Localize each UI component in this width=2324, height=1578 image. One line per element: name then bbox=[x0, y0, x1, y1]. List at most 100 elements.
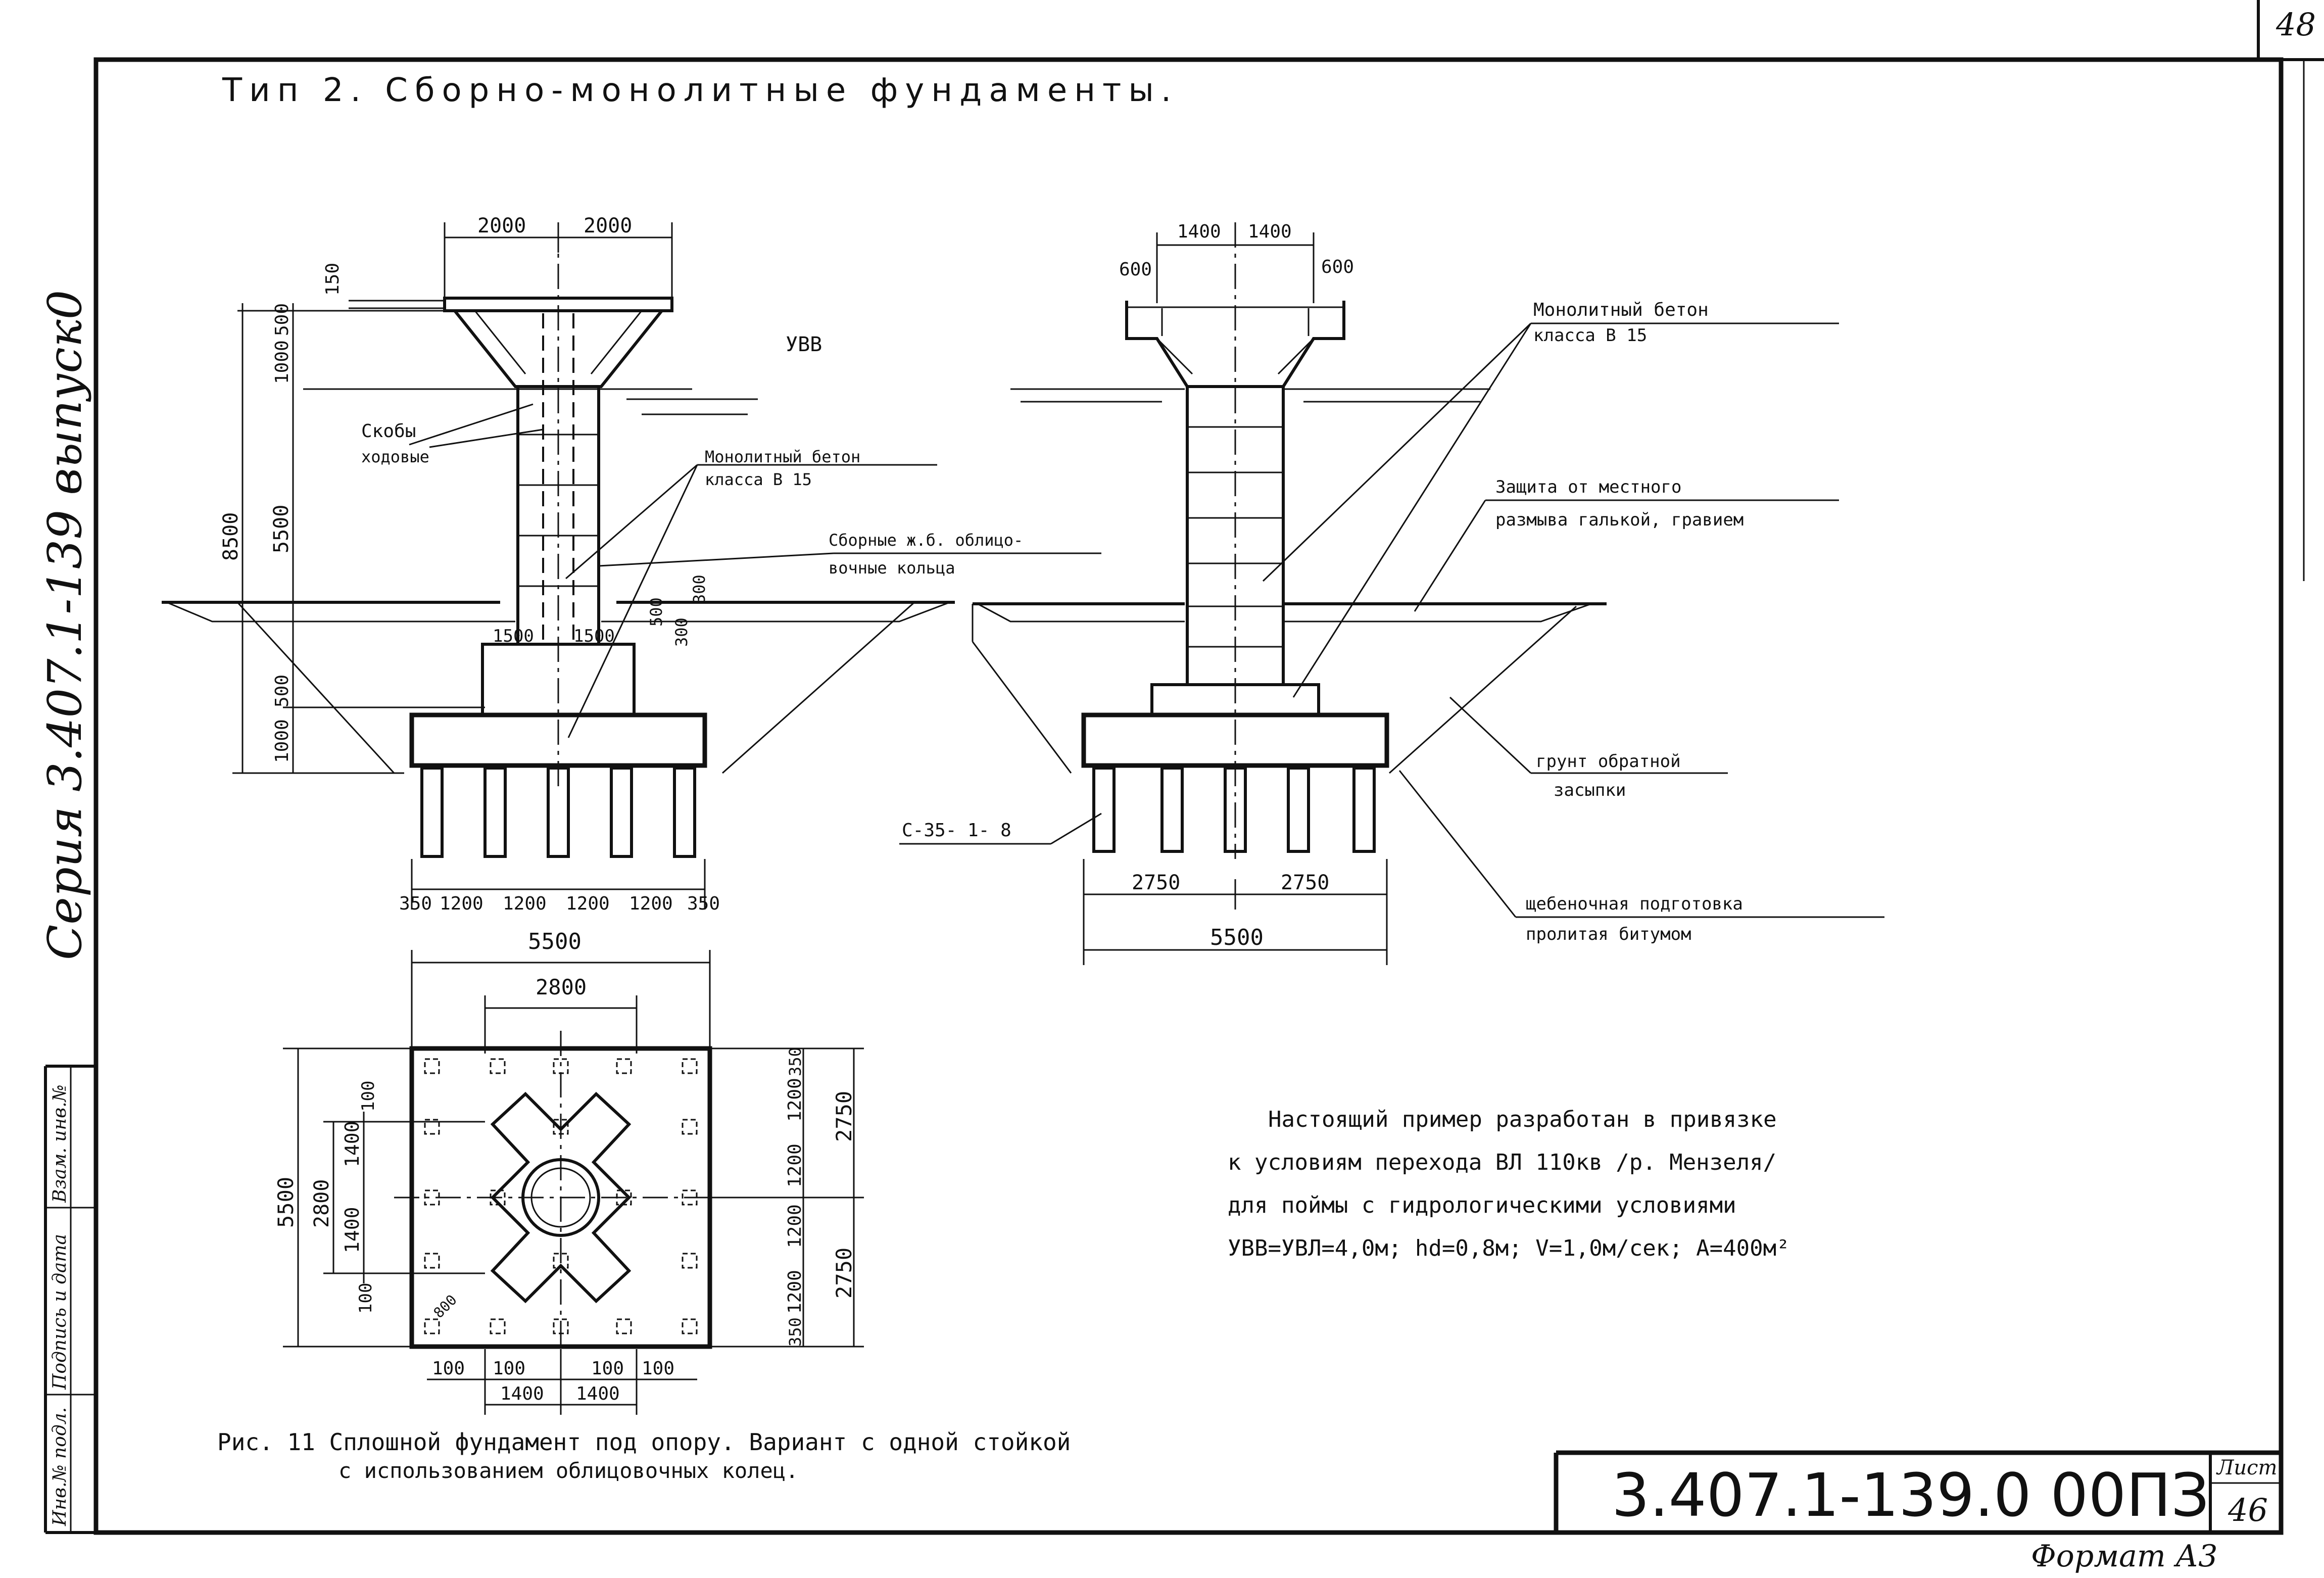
plan-pile-marker bbox=[682, 1058, 698, 1074]
plan-pile-marker bbox=[682, 1119, 698, 1135]
plan-pile-marker bbox=[553, 1318, 569, 1334]
plan-pile-marker bbox=[682, 1189, 698, 1206]
uvv-label: УВВ bbox=[786, 333, 822, 356]
left-cap-dim-2: 1500 bbox=[573, 626, 615, 646]
plan-right-dim-3: 1200 bbox=[785, 1143, 805, 1187]
note-line-3: для поймы с гидрологическими условиями bbox=[1228, 1192, 1736, 1218]
right-top-dim-600-right: 600 bbox=[1321, 257, 1354, 277]
plan-pile-marker bbox=[553, 1119, 569, 1135]
plan-pile-marker bbox=[424, 1058, 440, 1074]
stamp-inv-original: Инв.№ подл. bbox=[50, 1407, 70, 1526]
plan-pile-marker bbox=[553, 1253, 569, 1269]
stamp-replacement-inv: Взам. инв.№ bbox=[50, 1084, 70, 1203]
note-line-4: УВВ=УВЛ=4,0м; hd=0,8м; V=1,0м/сек; А=400… bbox=[1228, 1235, 1790, 1261]
label-backfill-1: грунт обратной bbox=[1536, 751, 1681, 772]
left-cap-dim-1: 1500 bbox=[493, 626, 534, 646]
left-vdim-8500: 8500 bbox=[219, 512, 243, 561]
plan-right-dim-5: 1200 bbox=[785, 1270, 805, 1314]
label-protection-1: Защита от местного bbox=[1495, 477, 1681, 497]
plan-bottom-dim-1: 100 bbox=[432, 1358, 465, 1379]
right-top-dim-1400-left: 1400 bbox=[1177, 221, 1221, 242]
left-vdim-1000-top: 1000 bbox=[272, 340, 293, 384]
plan-bottom-dim-1400-right: 1400 bbox=[576, 1383, 620, 1404]
label-rings-1: Сборные ж.б. облицо- bbox=[829, 531, 1023, 550]
right-top-dim-600-left: 600 bbox=[1119, 259, 1152, 280]
label-right-concrete-2: класса В 15 bbox=[1533, 325, 1647, 346]
left-top-dim-2: 2000 bbox=[584, 214, 632, 237]
plan-pile-marker bbox=[424, 1119, 440, 1135]
note-line-1: Настоящий пример разработан в привязке bbox=[1268, 1107, 1777, 1132]
format-label: Формат А3 bbox=[2031, 1539, 2217, 1574]
plan-right-dim-4: 1200 bbox=[785, 1204, 805, 1248]
label-skoby-2: ходовые bbox=[361, 447, 429, 466]
plan-right-dim-1: 350 bbox=[786, 1047, 805, 1076]
sheet-label: Лист bbox=[2216, 1456, 2277, 1479]
label-left-concrete-1: Монолитный бетон bbox=[705, 447, 860, 466]
sheet-number: 46 bbox=[2228, 1492, 2268, 1528]
left-pile-dim-1: 350 bbox=[399, 893, 432, 914]
right-bottom-dim-1: 2750 bbox=[1132, 871, 1180, 894]
plan-left-dim-2800: 2800 bbox=[310, 1179, 333, 1228]
plan-top-dim-2800: 2800 bbox=[536, 975, 587, 999]
label-protection-2: размыва галькой, гравием bbox=[1495, 510, 1744, 530]
plan-pile-marker bbox=[682, 1253, 698, 1269]
stamp-signature-date: Подпись и дата bbox=[50, 1234, 70, 1390]
plan-pile-marker bbox=[490, 1318, 506, 1334]
plan-right-outer-top: 2750 bbox=[832, 1091, 856, 1142]
plan-left-dim-1400-bottom: 1400 bbox=[341, 1207, 363, 1253]
left-vdim-500-bottom: 500 bbox=[272, 675, 293, 707]
plan-pile-marker bbox=[424, 1253, 440, 1269]
label-backfill-2: засыпки bbox=[1554, 780, 1626, 800]
plan-right-dim-2: 1200 bbox=[785, 1078, 805, 1122]
right-overall-dim: 5500 bbox=[1210, 925, 1264, 950]
plan-pile-marker bbox=[616, 1318, 632, 1334]
left-small-dim-3: 500 bbox=[647, 597, 666, 627]
plan-pile-marker bbox=[616, 1189, 632, 1206]
plan-bottom-dim-3: 100 bbox=[591, 1358, 624, 1379]
plan-bottom-dim-1400-left: 1400 bbox=[500, 1383, 544, 1404]
note-line-2: к условиям перехода ВЛ 110кв /р. Мензеля… bbox=[1228, 1150, 1776, 1175]
left-pile-dim-3: 1200 bbox=[503, 893, 547, 914]
plan-left-dim-100-top: 100 bbox=[358, 1081, 378, 1112]
plan-view bbox=[283, 950, 864, 1415]
plan-right-dim-6: 350 bbox=[786, 1317, 805, 1347]
plan-left-dim-1400-top: 1400 bbox=[341, 1121, 363, 1167]
plan-pile-marker bbox=[424, 1189, 440, 1206]
plan-corner-dim: 800 bbox=[430, 1292, 460, 1321]
left-vdim-5500: 5500 bbox=[270, 505, 293, 553]
left-pile-dim-4: 1200 bbox=[566, 893, 610, 914]
left-dim-150: 150 bbox=[322, 263, 343, 296]
plan-right-outer-bottom: 2750 bbox=[832, 1248, 856, 1299]
plan-left-dim-5500: 5500 bbox=[273, 1177, 298, 1228]
plan-pile-marker bbox=[424, 1318, 440, 1334]
left-small-dim-2: 300 bbox=[690, 575, 709, 604]
label-left-concrete-2: класса В 15 bbox=[705, 470, 812, 489]
left-small-dim-1: 300 bbox=[672, 617, 691, 647]
right-bottom-dim-2: 2750 bbox=[1281, 871, 1329, 894]
plan-pile-marker bbox=[616, 1058, 632, 1074]
left-vdim-1000-bottom: 1000 bbox=[272, 719, 293, 763]
label-gravel-2: пролитая битумом bbox=[1526, 924, 1691, 944]
right-elevation bbox=[899, 222, 1884, 965]
caption-line-1: Рис. 11 Сплошной фундамент под опору. Ва… bbox=[217, 1428, 1071, 1456]
right-top-dim-1400-right: 1400 bbox=[1248, 221, 1292, 242]
document-code: 3.407.1-139.0 00ПЗ bbox=[1612, 1460, 2209, 1530]
plan-pile-marker bbox=[682, 1318, 698, 1334]
plan-top-dim-5500: 5500 bbox=[528, 929, 582, 954]
corner-number: 48 bbox=[2275, 6, 2316, 43]
sheet-frame bbox=[44, 0, 2324, 1535]
series-label: Серия 3.407.1-139 выпуск0 bbox=[38, 290, 92, 960]
page-title: Тип 2. Сборно-монолитные фундаменты. bbox=[222, 72, 1178, 109]
label-pile-type: С-35- 1- 8 bbox=[902, 820, 1011, 841]
plan-bottom-dim-4: 100 bbox=[642, 1358, 674, 1379]
label-right-concrete-1: Монолитный бетон bbox=[1533, 300, 1709, 320]
plan-pile-markers bbox=[424, 1058, 698, 1334]
plan-bottom-dim-2: 100 bbox=[493, 1358, 525, 1379]
plan-pile-marker bbox=[490, 1189, 506, 1206]
left-vdim-500-top: 500 bbox=[272, 303, 293, 336]
label-gravel-1: щебеночная подготовка bbox=[1526, 894, 1743, 914]
left-top-dim-1: 2000 bbox=[477, 214, 526, 237]
plan-pile-marker bbox=[490, 1058, 506, 1074]
plan-pile-marker bbox=[553, 1058, 569, 1074]
